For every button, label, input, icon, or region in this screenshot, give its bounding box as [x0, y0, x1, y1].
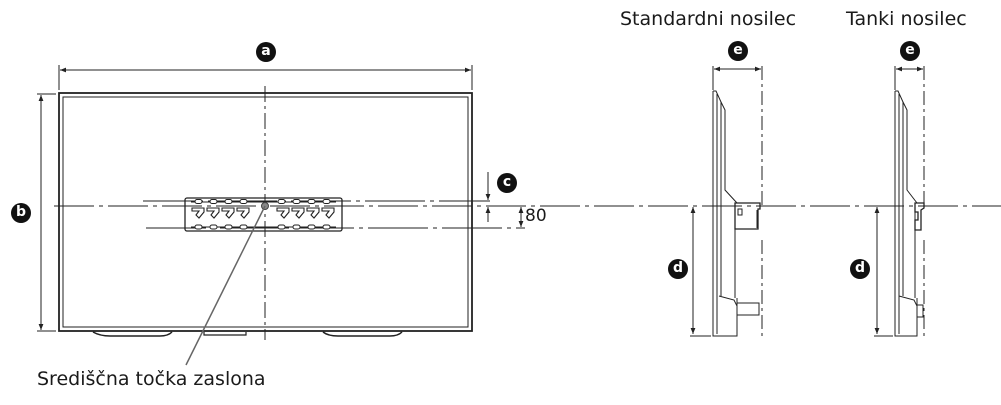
dimension-c-80 — [485, 172, 524, 227]
badge-d-slim: d — [850, 259, 870, 279]
badge-b: b — [11, 203, 31, 223]
slim-bracket-side-view — [874, 66, 925, 340]
badge-d-standard: d — [668, 259, 688, 279]
tv-front-view — [37, 65, 1001, 340]
screen-center-leader — [185, 205, 266, 366]
screen-center-caption: Središčna točka zaslona — [37, 368, 266, 390]
slim-bracket-heading: Tanki nosilec — [846, 8, 967, 30]
standard-bracket-side-view — [690, 66, 763, 340]
wall-bracket-plate — [184, 197, 343, 232]
dimension-80-value: 80 — [525, 206, 547, 226]
badge-e-slim: e — [900, 41, 920, 61]
badge-e-standard: e — [728, 41, 748, 61]
badge-a: a — [256, 42, 276, 62]
badge-c: c — [497, 173, 517, 193]
standard-bracket-heading: Standardni nosilec — [620, 8, 797, 30]
